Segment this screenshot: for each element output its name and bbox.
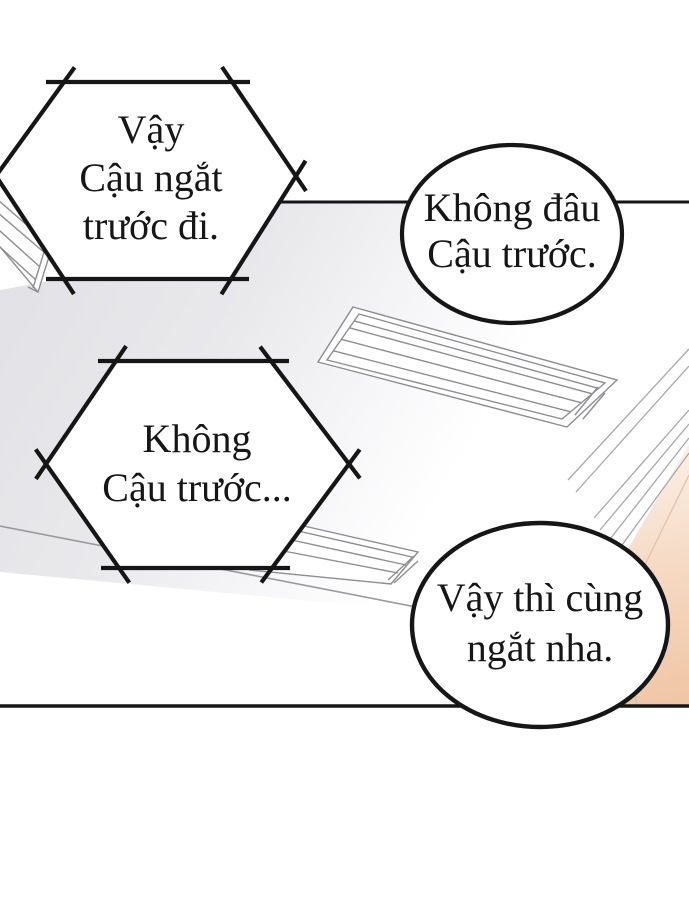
bubble-line: ngắt nha. — [466, 625, 614, 670]
bubble-text-oval1: Không đâu Cậu trước. — [424, 185, 601, 277]
light-fixture-center — [316, 306, 619, 428]
bubble-text-hex2: Không Cậu trước... — [102, 414, 291, 512]
speech-bubble-oval-2 — [409, 520, 671, 730]
bubble-text-hex1: Vậy Cậu ngắt trước đi. — [79, 106, 222, 250]
bubble-line: Vậy — [117, 107, 185, 152]
speech-bubble-hexagon-2 — [33, 344, 362, 584]
bubble-line: trước đi. — [82, 203, 220, 248]
bubble-text-oval2: Vậy thì cùng ngắt nha. — [437, 573, 644, 673]
bubble-line: Cậu trước... — [102, 465, 292, 510]
bubble-line: Không — [142, 416, 252, 461]
bubble-line: Không đâu — [423, 185, 601, 230]
bubble-line: Cậu trước. — [427, 231, 597, 276]
bubble-line: Cậu ngắt — [79, 155, 223, 200]
speech-bubble-oval-1 — [399, 142, 625, 326]
wall-trim-lines — [567, 348, 689, 706]
bubble-line: Vậy thì cùng — [436, 575, 644, 620]
speech-bubble-hexagon-1 — [0, 65, 308, 296]
